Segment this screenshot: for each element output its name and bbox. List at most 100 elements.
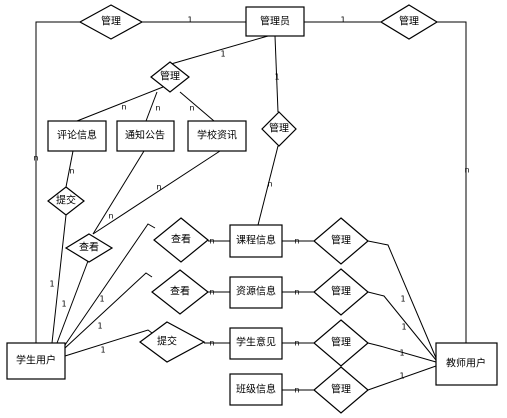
card-one: 1: [187, 16, 192, 25]
card-one: 1: [97, 322, 102, 331]
card-many: n: [209, 237, 214, 246]
rel-manage-admin-content: 管理: [150, 61, 190, 93]
edge-news-view: [92, 150, 221, 235]
edge-submit-student: [51, 214, 67, 344]
entity-student-opinion-label: 学生意见: [236, 336, 276, 349]
edge-comment-submit: [65, 150, 74, 188]
edge-view-student: [56, 260, 89, 344]
card-many: n: [294, 288, 299, 297]
entity-admin-label: 管理员: [260, 15, 290, 28]
edge-admin-manage-course: [274, 35, 279, 113]
entity-notice: 通知公告: [116, 120, 175, 152]
rel-manage-teacher-opinion: 管理: [313, 319, 369, 367]
card-many: n: [294, 237, 299, 246]
rel-view-course: 查看: [153, 217, 209, 263]
rel-manage-teacher-resource-label: 管理: [331, 285, 351, 298]
card-many: n: [209, 339, 214, 348]
card-one: 1: [61, 300, 66, 309]
edges: [35, 21, 467, 391]
rel-manage-admin-student-label: 管理: [101, 15, 121, 28]
edge-manage-class-teacher: [367, 365, 437, 391]
edge-manage-admin-student: [35, 21, 80, 343]
card-many: n: [156, 183, 161, 192]
card-one: 1: [100, 346, 105, 355]
card-many: n: [108, 212, 113, 221]
relationships: 管理 管理 管理 管理 提交 查看 查看 查看: [47, 4, 439, 414]
entity-student-user: 学生用户: [6, 342, 66, 380]
entity-course-info: 课程信息: [229, 224, 283, 258]
entity-student-user-label: 学生用户: [16, 354, 56, 367]
card-many: n: [155, 104, 160, 113]
edge-student-view-course: [64, 223, 156, 346]
rel-manage-admin-course-label: 管理: [269, 122, 289, 135]
entity-teacher-user: 教师用户: [435, 342, 498, 386]
edge-manage-course-teacher: [367, 240, 437, 359]
edge-admin-manage-content: [170, 35, 269, 65]
card-many: n: [189, 104, 194, 113]
card-many: n: [69, 167, 74, 176]
rel-manage-admin-content-label: 管理: [160, 70, 180, 83]
entity-comment-info-label: 评论信息: [57, 129, 97, 142]
edge-manage-school-news: [179, 91, 215, 122]
card-one: 1: [399, 349, 404, 358]
entities: 管理员 评论信息 通知公告 学校资讯 课程信息 资源信息 学生意见 班级信息: [6, 6, 498, 406]
edge-manage-admin-teacher: [437, 21, 467, 343]
card-many: n: [33, 154, 38, 163]
card-many: n: [294, 339, 299, 348]
rel-view-content: 查看: [64, 233, 114, 263]
edge-student-view-resource: [64, 272, 153, 349]
rel-manage-teacher-class: 管理: [313, 366, 369, 414]
edge-manage-notice: [145, 91, 158, 122]
card-many: n: [267, 180, 272, 189]
rel-manage-admin-teacher-label: 管理: [399, 15, 419, 28]
entity-class-info-label: 班级信息: [236, 383, 276, 396]
card-many: n: [294, 386, 299, 395]
entity-notice-label: 通知公告: [125, 129, 165, 142]
card-one: 1: [220, 50, 225, 59]
entity-resource-info-label: 资源信息: [236, 285, 276, 298]
entity-class-info: 班级信息: [229, 373, 283, 406]
rel-manage-admin-teacher: 管理: [379, 4, 439, 40]
rel-manage-teacher-class-label: 管理: [331, 383, 351, 396]
rel-submit-comment: 提交: [47, 186, 85, 216]
card-one: 1: [401, 323, 406, 332]
edge-manage-comment: [76, 86, 164, 122]
rel-manage-teacher-opinion-label: 管理: [331, 336, 351, 349]
entity-resource-info: 资源信息: [229, 276, 283, 309]
entity-school-news-label: 学校资讯: [197, 129, 237, 142]
card-one: 1: [399, 372, 404, 381]
entity-comment-info: 评论信息: [47, 120, 107, 152]
rel-manage-teacher-course-label: 管理: [331, 234, 351, 247]
rel-manage-admin-student: 管理: [78, 4, 144, 40]
entity-admin: 管理员: [245, 6, 305, 37]
card-one: 1: [99, 295, 104, 304]
rel-submit-opinion-label: 提交: [157, 335, 177, 348]
edge-manage-course-info: [257, 145, 279, 226]
rel-view-content-label: 查看: [79, 241, 99, 254]
cardinality-labels: 1 1 n n 1 n n n 1 n n 1 n n 1 1 n 1 n 1 …: [33, 16, 469, 395]
rel-manage-teacher-course: 管理: [313, 217, 369, 265]
card-one: 1: [274, 73, 279, 82]
card-many: n: [121, 103, 126, 112]
rel-manage-admin-course: 管理: [261, 111, 297, 147]
rel-view-resource: 查看: [151, 269, 209, 315]
entity-school-news: 学校资讯: [187, 120, 247, 152]
edge-manage-opinion-teacher: [367, 342, 437, 363]
rel-manage-teacher-resource: 管理: [313, 268, 369, 316]
entity-course-info-label: 课程信息: [236, 234, 276, 247]
rel-view-course-label: 查看: [171, 233, 191, 246]
card-many: n: [209, 288, 214, 297]
card-many: n: [464, 166, 469, 175]
edge-student-submit-opinion: [64, 329, 153, 357]
entity-teacher-user-label: 教师用户: [446, 357, 486, 370]
rel-submit-comment-label: 提交: [56, 194, 76, 207]
card-one: 1: [400, 295, 405, 304]
entity-student-opinion: 学生意见: [229, 327, 283, 360]
card-one: 1: [49, 280, 54, 289]
rel-view-resource-label: 查看: [170, 285, 190, 298]
rel-submit-opinion: 提交: [138, 321, 206, 363]
edge-manage-resource-teacher: [367, 291, 437, 361]
edge-notice-view: [92, 150, 145, 235]
card-one: 1: [340, 16, 345, 25]
